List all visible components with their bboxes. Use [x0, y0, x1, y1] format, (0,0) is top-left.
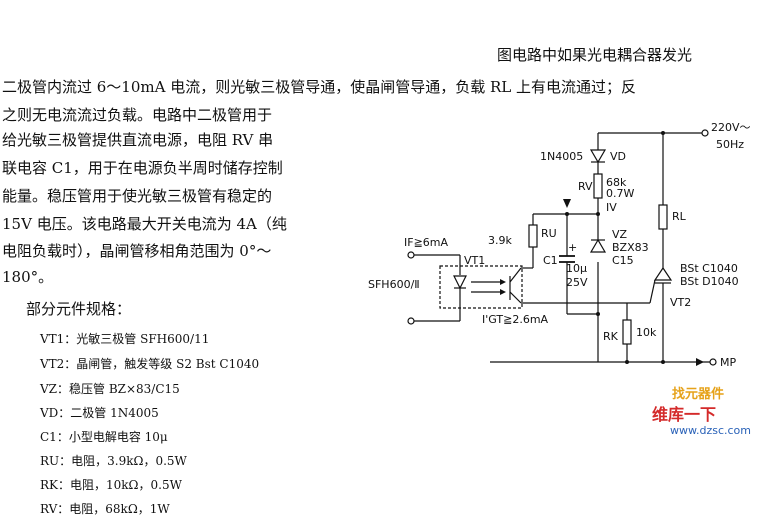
input-terminal-bottom: [407, 317, 415, 325]
paragraph-line-5: 能量。稳压管用于使光敏三极管有稳定的: [2, 187, 273, 205]
if-label: IF≧6mA: [404, 236, 449, 249]
junction-dot: [596, 312, 600, 316]
watermark-brand: 维库一下: [652, 405, 716, 424]
mp-arrow: [696, 358, 704, 366]
paragraph-line-7: 电阻负载时），晶闸管移相角范围为 0°～: [2, 242, 272, 260]
optocoupler-package: [439, 265, 523, 309]
paragraph-line-6: 15V 电压。该电路最大开关电流为 4A（纯: [2, 215, 287, 233]
paragraph-line-2: 之则无电流流过负载。电路中二极管用于: [2, 106, 273, 124]
opto-part-label: SFH600/Ⅱ: [368, 278, 420, 291]
vz-zener-symbol: [589, 238, 607, 253]
diode-ref-label: VD: [610, 150, 626, 163]
rk-resistor: [622, 319, 632, 345]
ru-resistor: [528, 224, 538, 248]
freq-label: 50Hz: [716, 138, 744, 151]
capacitor-plus: +: [568, 241, 577, 254]
spec-item: C1：小型电解电容 10μ: [40, 430, 168, 444]
supply-label: 220V～: [711, 121, 751, 134]
vz-part2-label: C15: [612, 254, 634, 267]
rv-power-label: 0.7W: [606, 187, 634, 200]
paragraph-line-4: 联电容 C1，用于在电源负半周时储存控制: [2, 159, 283, 177]
rv-ref-label: RV: [578, 180, 593, 193]
rv-resistor: [593, 173, 603, 199]
watermark-top: 找元器件: [672, 386, 724, 402]
junction-dot: [661, 360, 665, 364]
ru-value-label: 3.9k: [488, 234, 512, 247]
mp-label: MP: [720, 356, 736, 369]
thyristor-part-label-1: BSt C1040: [680, 262, 738, 275]
paragraph-line-8: 180°。: [2, 268, 54, 286]
ru-ref-label: RU: [541, 227, 557, 240]
capacitor-value-label: 10μ: [566, 262, 587, 275]
rk-ref-label: RK: [603, 330, 619, 343]
section-title: 部分元件规格：: [26, 300, 132, 318]
vd-diode-symbol: [589, 149, 607, 164]
rl-resistor: [658, 204, 668, 230]
spec-item: RV：电阻，68kΩ，1W: [40, 502, 170, 516]
iv-label: IV: [606, 201, 617, 214]
junction-dot: [565, 212, 569, 216]
paragraph-line-3: 给光敏三极管提供直流电源，电阻 RV 串: [2, 131, 274, 149]
vz-ref-label: VZ: [612, 228, 628, 241]
igt-label: I'GT≧2.6mA: [482, 313, 549, 326]
supply-terminal: [701, 129, 709, 137]
rk-value-label: 10k: [636, 326, 657, 339]
spec-item: VT2：晶闸管，触发等级 S2 Bst C1040: [40, 357, 260, 371]
spec-item: VT1：光敏三极管 SFH600/11: [40, 332, 210, 346]
spec-item: VZ：稳压管 BZ×83/C15: [40, 382, 180, 396]
mp-terminal: [709, 358, 717, 366]
junction-dot: [625, 360, 629, 364]
iv-arrow: [563, 199, 571, 208]
input-terminal-top: [407, 251, 415, 259]
light-arrow: [500, 289, 506, 295]
watermark-url: www.dzsc.com: [670, 424, 751, 437]
spec-item: VD：二极管 1N4005: [40, 406, 159, 420]
rl-ref-label: RL: [672, 210, 687, 223]
thyristor-part-label-2: BSt D1040: [680, 275, 739, 288]
paragraph-line-1: 二极管内流过 6～10mA 电流，则光敏三极管导通，使晶闸管导通，负载 RL 上…: [2, 78, 637, 96]
vz-part-label: BZX83: [612, 241, 649, 254]
junction-dot: [596, 212, 600, 216]
junction-dot: [661, 131, 665, 135]
spec-item: RK：电阻，10kΩ，0.5W: [40, 478, 182, 492]
diode-part-label: 1N4005: [540, 150, 583, 163]
led-symbol: [453, 275, 467, 290]
figure-caption: 图电路中如果光电耦合器发光: [497, 46, 693, 64]
vt1-label: VT1: [464, 254, 485, 267]
light-arrow: [500, 279, 506, 285]
capacitor-voltage-label: 25V: [566, 276, 588, 289]
rv-value-label: 68k: [606, 176, 627, 189]
vt2-label: VT2: [670, 296, 691, 309]
thyristor-symbol: [653, 266, 673, 281]
spec-item: RU：电阻，3.9kΩ，0.5W: [40, 454, 187, 468]
capacitor-ref-label: C1: [543, 254, 558, 267]
